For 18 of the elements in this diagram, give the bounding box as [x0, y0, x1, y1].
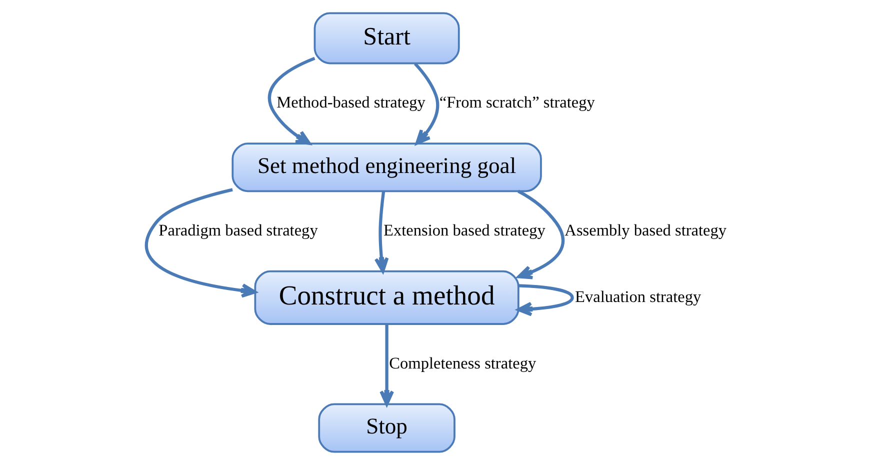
- edge-label: Assembly based strategy: [564, 220, 727, 240]
- edge-label: Paradigm based strategy: [158, 220, 318, 240]
- arrow: [380, 324, 394, 406]
- arrow: [145, 188, 257, 298]
- arrow: [268, 56, 316, 145]
- edge-label: Extension based strategy: [384, 220, 546, 240]
- edge-label: Method-based strategy: [276, 92, 426, 112]
- arrow: [374, 191, 389, 273]
- edge-label: Completeness strategy: [389, 353, 536, 372]
- node-box: Construct a method: [254, 270, 520, 325]
- edge-label: “From scratch” strategy: [439, 92, 595, 112]
- arrow: [517, 190, 564, 280]
- arrow: [414, 62, 440, 145]
- node-box: Stop: [318, 403, 456, 453]
- arrow: [516, 284, 574, 316]
- node-box: Set method engineering goal: [232, 142, 542, 192]
- edge-label: Evaluation strategy: [575, 286, 702, 306]
- node-box: Start: [314, 12, 460, 64]
